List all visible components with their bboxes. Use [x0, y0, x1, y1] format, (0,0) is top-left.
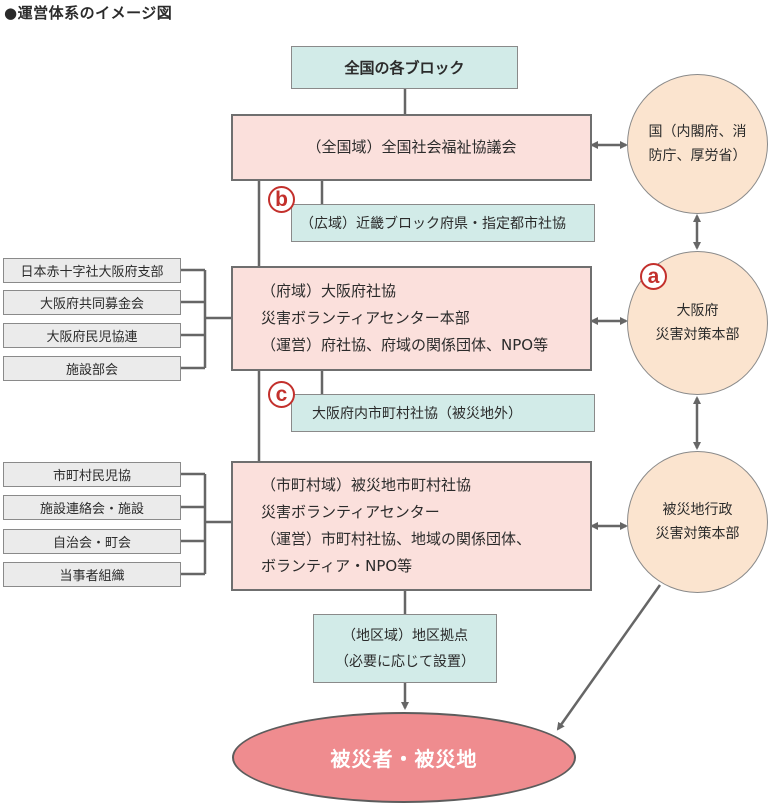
national-box: （全国域）全国社会福祉協議会 [231, 114, 592, 181]
badge-b: b [268, 186, 295, 213]
victims-ellipse: 被災者・被災地 [232, 712, 576, 803]
prefecture-box: （府域）大阪府社協 災害ボランティアセンター本部 （運営）府社協、府域の関係団体… [231, 266, 592, 371]
prefecture-support-box: 大阪府内市町村社協（被災地外） [291, 394, 595, 432]
osaka-hq-line-2: 災害対策本部 [655, 327, 740, 343]
municipal-line-3: （運営）市町村社協、地域の関係団体、 [261, 530, 532, 548]
national-gov-line-1: 国（内閣府、消 [648, 124, 747, 140]
municipal-line-2: 災害ボランティアセンター [261, 503, 440, 521]
diagonal-arrow [556, 584, 662, 731]
municipal-line-1: （市町村域）被災地市町村社協 [261, 476, 472, 494]
district-box: （地区域）地区拠点 （必要に応じて設置） [313, 614, 497, 683]
district-line-2: （必要に応じて設置） [335, 653, 475, 670]
municipal-box: （市町村域）被災地市町村社協 災害ボランティアセンター （運営）市町村社協、地域… [231, 461, 592, 591]
national-gov-line-2: 防庁、厚労省） [648, 148, 747, 164]
left-group-1-item: 施設部会 [3, 356, 181, 381]
left-group-2-item: 市町村民児協 [3, 462, 181, 487]
left-group-1-item: 日本赤十字社大阪府支部 [3, 258, 181, 283]
local-hq-circle: 被災地行政 災害対策本部 [627, 451, 768, 593]
local-hq-line-1: 被災地行政 [662, 502, 733, 518]
prefecture-line-2: 災害ボランティアセンター本部 [261, 309, 470, 327]
local-hq-line-2: 災害対策本部 [655, 526, 740, 542]
left-group-2-item: 施設連絡会・施設 [3, 495, 181, 520]
left-group-2-item: 自治会・町会 [3, 529, 181, 554]
badge-c: c [268, 381, 295, 408]
wide-area-box: （広域）近畿ブロック府県・指定都市社協 [291, 204, 595, 242]
prefecture-line-3: （運営）府社協、府域の関係団体、NPO等 [261, 336, 549, 354]
national-gov-circle: 国（内閣府、消 防庁、厚労省） [627, 74, 768, 214]
district-line-1: （地区域）地区拠点 [342, 627, 468, 644]
blocks-box: 全国の各ブロック [291, 46, 518, 89]
left-group-1-item: 大阪府民児協連 [3, 323, 181, 348]
prefecture-line-1: （府域）大阪府社協 [261, 282, 397, 300]
diagram-title: ●運営体系のイメージ図 [4, 4, 173, 22]
left-group-2-item: 当事者組織 [3, 562, 181, 587]
municipal-line-4: ボランティア・NPO等 [261, 557, 413, 575]
osaka-hq-line-1: 大阪府 [676, 303, 719, 319]
left-group-1-item: 大阪府共同募金会 [3, 290, 181, 315]
national-label: （全国域）全国社会福祉協議会 [306, 138, 517, 156]
badge-a: a [640, 263, 667, 290]
